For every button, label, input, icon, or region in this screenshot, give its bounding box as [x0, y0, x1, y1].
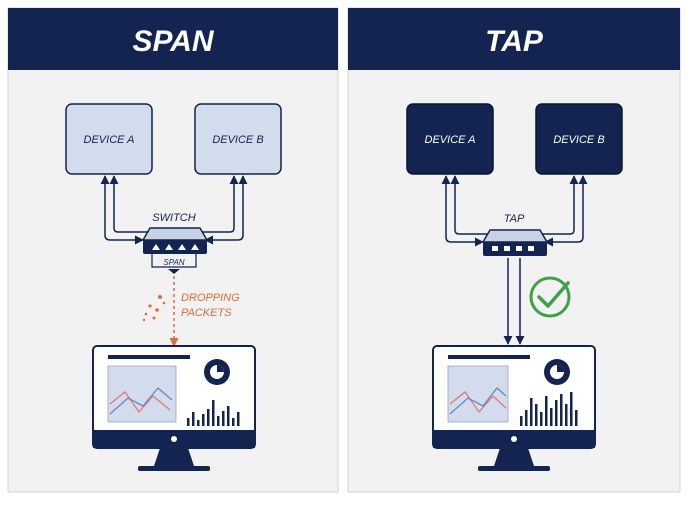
switch-label: SWITCH — [152, 212, 195, 224]
network-tap-icon — [481, 229, 549, 256]
span-panel: SPAN DEVICE A DEVICE B SWITCH — [7, 7, 339, 493]
tap-monitor-icon — [432, 345, 596, 471]
drop-label-line1: DROPPING — [181, 292, 240, 304]
span-device-a: DEVICE A — [65, 103, 153, 175]
check-circle-icon — [529, 276, 571, 318]
tap-output-lines — [503, 258, 525, 345]
span-device-a-label: DEVICE A — [84, 134, 135, 146]
drop-label-line2: PACKETS — [181, 307, 232, 319]
tap-device-b-label: DEVICE B — [553, 134, 604, 146]
span-link-a-inner — [109, 175, 148, 233]
span-monitor-icon — [92, 345, 256, 471]
dropped-packet-dots — [142, 295, 166, 322]
tap-link-b-inner — [540, 175, 579, 235]
tap-title: TAP — [485, 25, 544, 58]
span-device-b-box — [194, 103, 282, 175]
tap-device-a: DEVICE A — [406, 103, 494, 175]
tap-device-a-label: DEVICE A — [425, 134, 476, 146]
span-connections — [100, 175, 248, 245]
span-port-label: SPAN — [163, 258, 184, 267]
tap-link-b-outer — [544, 175, 588, 247]
span-link-b-inner — [200, 175, 239, 233]
tap-connections — [441, 175, 588, 247]
span-device-a-box — [65, 103, 153, 175]
span-port: SPAN — [151, 254, 197, 274]
tap-link-a-outer — [441, 175, 484, 247]
tap-panel: TAP DEVICE A DEVICE B TAP — [347, 7, 681, 493]
span-panel-header — [8, 8, 338, 70]
span-device-b-label: DEVICE B — [212, 134, 263, 146]
tap-device-b: DEVICE B — [535, 103, 623, 175]
span-link-a-outer — [100, 175, 144, 245]
tap-device-b-box — [535, 103, 623, 175]
tap-device-a-box — [406, 103, 494, 175]
tap-label: TAP — [504, 213, 525, 225]
tap-panel-header — [348, 8, 680, 70]
tap-link-a-inner — [450, 175, 488, 235]
span-link-b-outer — [204, 175, 248, 245]
span-device-b: DEVICE B — [194, 103, 282, 175]
span-title: SPAN — [132, 25, 214, 58]
network-switch-icon — [141, 227, 209, 254]
